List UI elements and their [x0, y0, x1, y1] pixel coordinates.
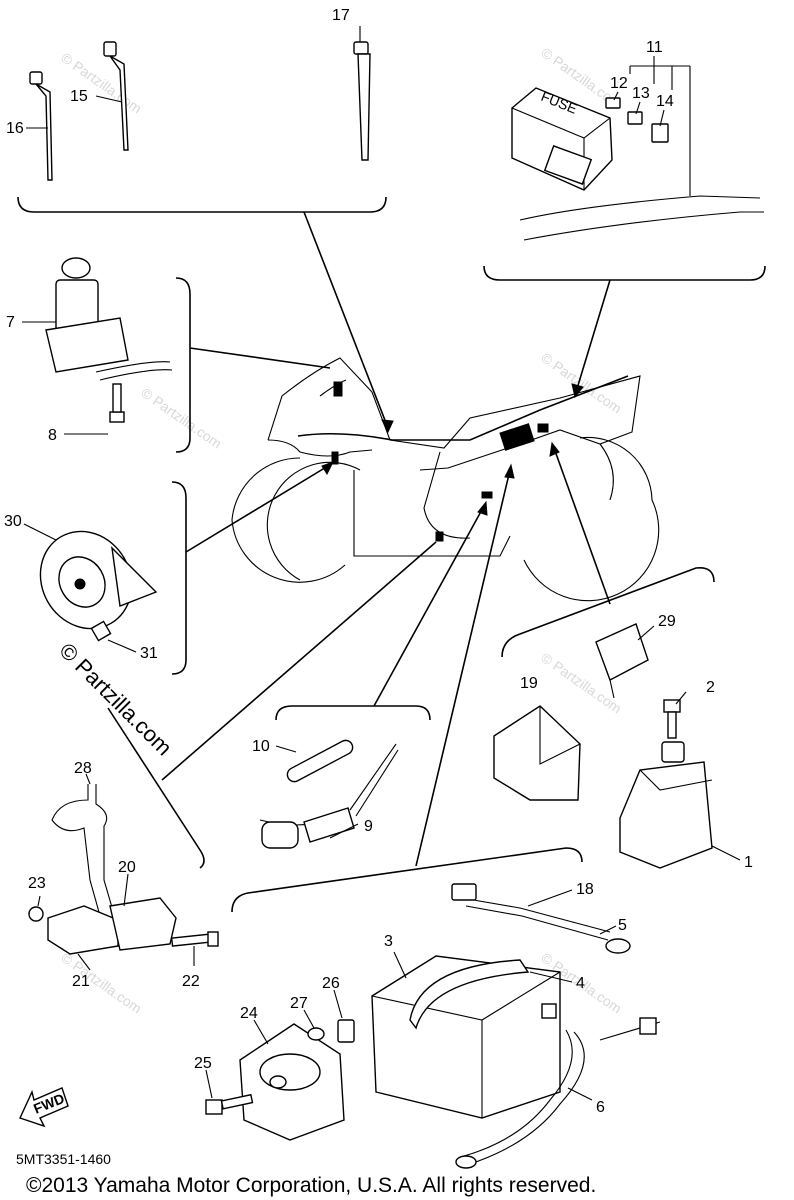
bolt-25 — [205, 1093, 254, 1115]
callout-21: 21 — [72, 973, 90, 990]
watermark-faint: © Partzilla.com — [58, 49, 144, 116]
fwd-arrow: FWD — [19, 1087, 69, 1128]
callout-15: 15 — [70, 88, 88, 105]
watermark-faint: © Partzilla.com — [138, 384, 224, 451]
callout-16: 16 — [6, 120, 24, 137]
callout-28: 28 — [74, 760, 92, 777]
leader-lines — [161, 211, 611, 867]
callout-2: 2 — [706, 679, 715, 696]
tube-10 — [286, 739, 354, 783]
bolt-2 — [663, 699, 681, 739]
callout-22: 22 — [182, 973, 200, 990]
watermark-main: © Partzilla.com — [54, 638, 177, 761]
copyright-notice: ©2013 Yamaha Motor Corporation, U.S.A. A… — [26, 1174, 596, 1197]
callout-19: 19 — [520, 675, 538, 692]
screw-23 — [28, 906, 44, 922]
horn — [39, 530, 158, 630]
fuse-14 — [651, 123, 669, 143]
fuse-box: FUSE — [511, 87, 764, 241]
callout-23: 23 — [28, 875, 46, 892]
callout-17: 17 — [332, 7, 350, 24]
motorcycle-outline — [231, 357, 660, 602]
bolt-8 — [109, 383, 125, 423]
callout-29: 29 — [658, 613, 676, 630]
callout-8: 8 — [48, 427, 57, 444]
callout-20: 20 — [118, 859, 136, 876]
callout-11: 11 — [646, 39, 663, 56]
callout-7: 7 — [6, 314, 15, 331]
faint-watermarks: © Partzilla.com © Partzilla.com © Partzi… — [58, 44, 624, 1016]
callouts: 17 15 16 11 12 13 14 7 8 30 31 29 — [4, 7, 753, 1116]
group-brackets — [17, 196, 766, 913]
callout-3: 3 — [384, 933, 393, 950]
rectifier-regulator — [239, 1023, 345, 1141]
bolt-31 — [90, 620, 112, 642]
callout-31: 31 — [140, 645, 158, 662]
callout-1: 1 — [744, 854, 753, 871]
callout-30: 30 — [4, 513, 22, 530]
battery — [371, 955, 561, 1119]
relay-29 — [595, 623, 649, 699]
callout-27: 27 — [290, 995, 308, 1012]
callout-5: 5 — [618, 917, 627, 934]
callout-14: 14 — [656, 93, 674, 110]
callout-6: 6 — [596, 1099, 605, 1116]
screw-22 — [170, 931, 219, 947]
callout-24: 24 — [240, 1005, 258, 1022]
callout-12: 12 — [610, 75, 628, 92]
cable-tie-16 — [29, 71, 53, 181]
cable-tie-17 — [353, 41, 371, 161]
ignition-switch — [45, 257, 173, 381]
neutral-switch — [259, 743, 399, 849]
starter-relay — [619, 741, 713, 869]
relay-19 — [493, 705, 581, 801]
sidestand-switch — [47, 784, 177, 955]
cable-6 — [455, 1017, 661, 1169]
washer-27 — [307, 1027, 325, 1041]
diagram-code: 5MT3351-1460 — [16, 1151, 111, 1167]
callout-10: 10 — [252, 738, 270, 755]
callout-13: 13 — [632, 85, 650, 102]
callout-26: 26 — [322, 975, 340, 992]
cable-5 — [451, 883, 631, 954]
callout-4: 4 — [576, 975, 585, 992]
fuse-13 — [627, 111, 643, 125]
callout-25: 25 — [194, 1055, 212, 1072]
callout-9: 9 — [364, 818, 373, 835]
callout-18: 18 — [576, 881, 594, 898]
cable-tie-15 — [103, 41, 129, 151]
fuse-12 — [605, 97, 621, 109]
nut-26 — [337, 1019, 355, 1043]
